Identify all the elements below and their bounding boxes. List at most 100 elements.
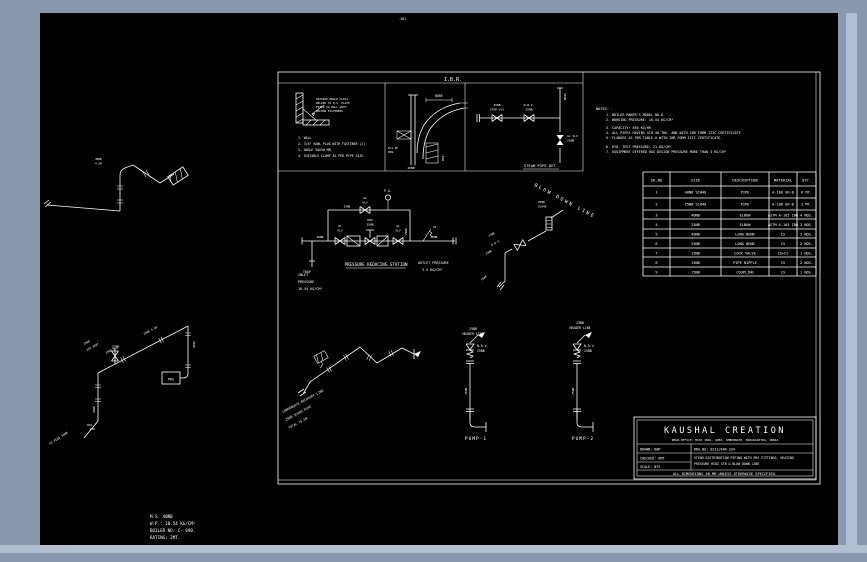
feed-iso-bottom-left: 25NB 5.5M 25NB 5.5M 25NB AIR VENT 25NB T… — [48, 325, 196, 446]
bom-cell: 1 — [655, 191, 657, 195]
inlet-pressure-value: 10.54 KG/CM² — [298, 287, 323, 291]
pump-header-label: HEADER LINE — [569, 326, 590, 330]
bom-cell: 6 — [655, 242, 657, 246]
bore-label: BORE — [435, 94, 443, 98]
bom-cell: 8 — [655, 261, 657, 265]
right-leg-size: 25NB — [192, 341, 196, 348]
globe-valve-label: VLV — [395, 229, 401, 233]
trap-label: TRAP — [303, 270, 311, 274]
bom-cell: CS — [781, 233, 785, 237]
drawing-description: STEAM DISTRIBUTION PIPING WITH PRS FITTI… — [694, 456, 794, 460]
prs-box-label: PRS — [168, 378, 174, 382]
pump-nrv-label: N.R.V. — [584, 344, 596, 348]
note-item: 5. FLANGES AS PER TABLE-H WITH IBR FORM … — [606, 136, 722, 140]
pump-detail-2: 25NB HEADER LINE 25NB N.R.V. 25NB PUMP-2 — [569, 321, 595, 442]
outlet-pressure-label: OUTLET PRESSURE — [418, 261, 449, 265]
bom-cell: 40NB SCH40 — [685, 191, 707, 195]
cad-drawing: -181 50X50X6 ANGLE CLEAT WELDED TO M.S. … — [43, 17, 821, 540]
support-detail: 50X50X6 ANGLE CLEAT WELDED TO M.S. PLATE… — [295, 92, 365, 158]
bom-cell: 3 — [655, 214, 657, 218]
pressure-gauge-label: P.G. — [384, 189, 392, 193]
pump-header-label: 25NB — [469, 327, 477, 331]
bom-cell: CS — [781, 261, 785, 265]
bom-header: SIZE — [691, 178, 701, 183]
title-block: KAUSHAL CREATION REGD.OFFICE: MIDC INDL.… — [633, 416, 817, 480]
bom-row: 3 40NB ELBOW ASTM A-105 IBR 4 NOS. — [655, 214, 813, 218]
bom-row: 8 15NB PIPE NIPPLE CS 2 NOS. — [655, 261, 813, 265]
support-legend-line: 2. 3/8" RAWL PLUG WITH FASTENER (2) — [298, 142, 365, 146]
globe-valve-label: 25NB — [567, 139, 574, 143]
bom-table: SR.NO SIZE DESCRIPTION MATERIAL QTY. 1 4… — [642, 171, 817, 277]
window-bottom-edge — [0, 545, 867, 553]
bom-cell: 15NB — [691, 252, 700, 256]
bend-radius-min-label: MIN. — [388, 150, 395, 154]
note-item: 6. HYD. TEST PRESSURE: 21 KG/CM² — [606, 145, 671, 149]
checked-by: CHECKED: KMT — [640, 457, 665, 461]
window-right-edge — [846, 13, 857, 545]
bom-cell: A-106 GR-B — [772, 203, 794, 207]
notes-block: NOTES: - 1. BOILER MAKER'S MODEL NO-8 2.… — [596, 107, 741, 154]
support-note-line: WELDED TO M.S. PLATE — [316, 101, 350, 105]
bypass-valve-label: GL — [363, 196, 367, 200]
gate-valve-label: VLV — [337, 229, 343, 233]
iso-size-label: 40NB — [95, 157, 102, 161]
prs-title: PRESSURE REDUCING STATION — [344, 262, 408, 267]
iso-length-label: 4.5M — [95, 162, 102, 166]
note-item: 2. WORKING PRESSURE: 10.54 KG/CM² — [606, 118, 673, 122]
vent-label: AIR VENT — [86, 342, 100, 352]
bom-cell: CS+CS — [778, 252, 789, 256]
bom-row: 2 25NB SCH40 PIPE A-106 GR-B 2 MT. — [655, 203, 812, 207]
nrv-label: 25NB — [525, 108, 532, 112]
bom-cell: 15NB — [691, 271, 700, 275]
globe-valve-label: GL — [396, 224, 400, 228]
stop-valve-label: STOP VLV — [490, 108, 505, 112]
steam-iso-top-left: 40NB 4.5M — [43, 157, 189, 212]
boiler-info-line: RATING: 2MT. — [150, 535, 180, 540]
support-legend-line: 3. ANGLE 50X50 MM. — [298, 148, 333, 152]
prs-diagram: TRAP GL VLV P.G. GT VLV PRV 25NB GL VLV … — [298, 189, 457, 291]
inlet-pressure-label: INLET — [298, 273, 308, 277]
bom-cell: 2 NOS. — [800, 242, 813, 246]
safety-valve-label: SV — [433, 225, 437, 229]
bom-cell: 25NB SCH40 — [685, 203, 707, 207]
bom-cell: 2 — [655, 203, 657, 207]
bom-cell: 1 NOS. — [800, 271, 813, 275]
nrv-label: N.R.V. — [524, 103, 535, 107]
segment-label: 25NB 5.5M — [143, 325, 159, 336]
valve-detail-title: STEAM PIPE DET. — [524, 163, 558, 168]
notes-heading: NOTES: - — [596, 107, 613, 111]
bom-row: 9 15NB COUPLING CS 1 NOS. — [655, 271, 813, 275]
bom-row: 6 25NB LONG BEND CS 2 NOS. — [655, 242, 813, 246]
outlet-pressure-value: 3.5 KG/CM² — [422, 268, 442, 272]
pump-header-label: 25NB — [576, 321, 584, 325]
pump-nrv-label: N.R.V. — [477, 344, 489, 348]
pump-nrv-label: 25NB — [584, 349, 592, 353]
bom-cell: PIPE — [741, 191, 750, 195]
bom-cell: PIPE NIPPLE — [733, 261, 757, 265]
blowdown-size-label: 25NB — [538, 200, 545, 204]
bdv-label: B.D.V. — [491, 238, 502, 247]
note-item: 7. EQUIPMENT OFFERED HAS DESIGN PRESSURE… — [606, 150, 726, 154]
bom-cell: 7 — [655, 252, 657, 256]
bom-cell: 1 NOS. — [800, 252, 813, 256]
riser-size-label: 25NB — [404, 228, 408, 235]
bom-row: 5 40NB LONG BEND CS 2 NOS. — [655, 233, 813, 237]
pump2-label: PUMP-2 — [572, 436, 594, 442]
bend-radius-label: R=1.5D — [388, 146, 398, 150]
prv-label: PRV — [367, 218, 373, 222]
vent-label: 25NB — [83, 339, 91, 346]
bom-cell: 40NB — [691, 233, 700, 237]
bom-header: DESCRIPTION — [732, 178, 758, 183]
bom-cell: ELBOW — [740, 223, 752, 227]
blowdown-label: 25NB — [485, 249, 493, 256]
bom-cell: 9 — [655, 271, 657, 275]
note-item: 4. ALL PIPES HAVING SCH-40 THK. AND WITH… — [606, 131, 741, 135]
bom-cell: 2 MT. — [801, 203, 812, 207]
drawing-canvas[interactable]: -181 50X50X6 ANGLE CLEAT WELDED TO M.S. … — [40, 13, 838, 545]
blowdown-label: 25NB — [488, 231, 496, 238]
bom-cell: 2 NOS. — [800, 261, 813, 265]
bom-cell: 4 — [655, 223, 657, 227]
bypass-size-label: 25NB — [344, 205, 351, 209]
line-size-label: 40NB — [317, 235, 324, 239]
drawing-description: PRESSURE REDG STN & BLOW DOWN LINE — [694, 462, 759, 466]
